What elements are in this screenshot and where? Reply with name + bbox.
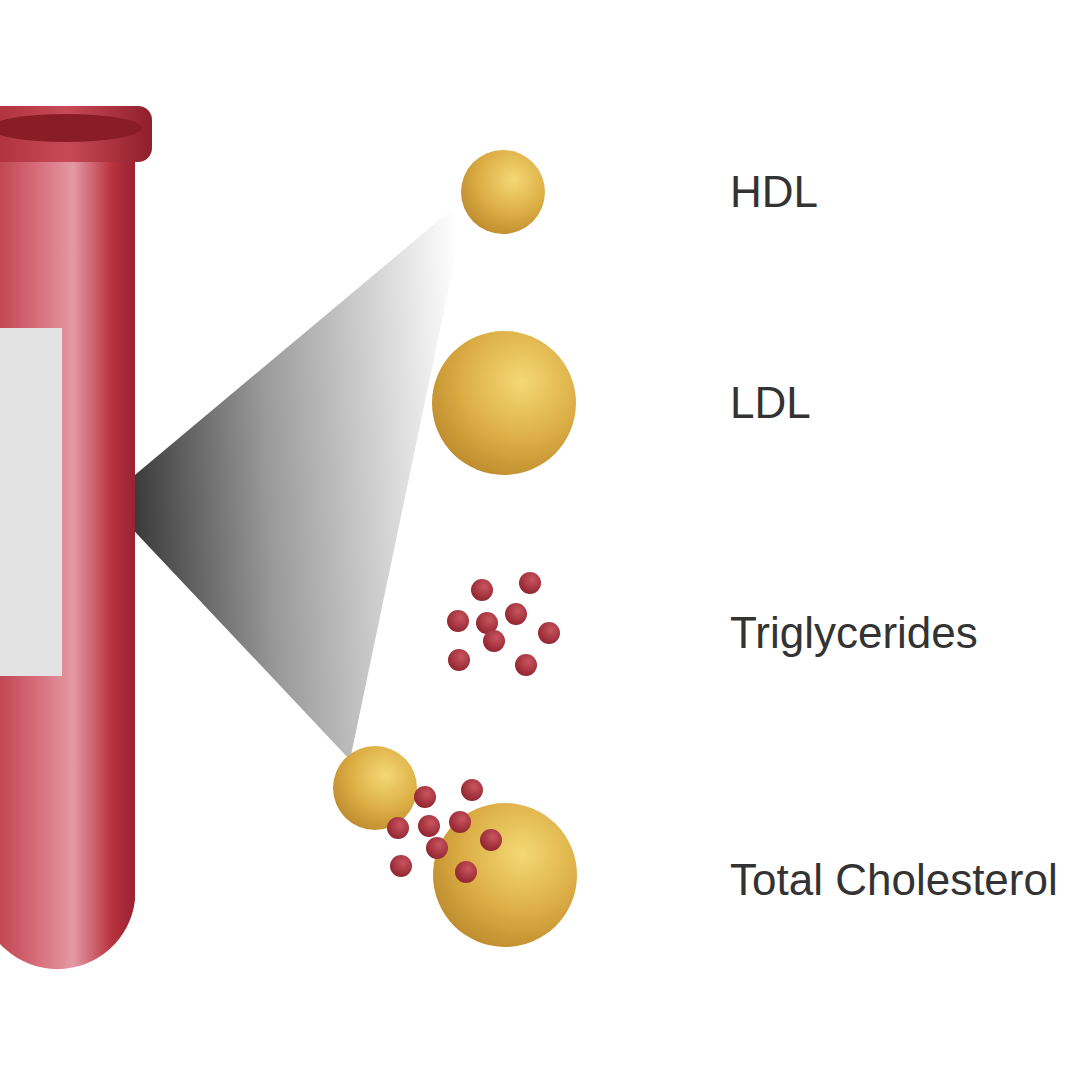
test-tube	[0, 130, 135, 969]
tube-opening	[0, 114, 142, 142]
triglyceride-dot	[461, 779, 483, 801]
ldl-sphere	[433, 803, 577, 947]
triglyceride-dot	[515, 654, 537, 676]
tube-rim	[0, 106, 152, 162]
lipid-label: LDL	[730, 378, 811, 429]
hdl-sphere	[461, 150, 545, 234]
triglyceride-dot	[387, 817, 409, 839]
lipid-label: Triglycerides	[730, 608, 978, 659]
triglyceride-dot	[519, 572, 541, 594]
triglyceride-dot	[449, 811, 471, 833]
triglyceride-dot	[483, 630, 505, 652]
tube-label	[0, 328, 62, 676]
triglyceride-dot	[418, 815, 440, 837]
triglyceride-dot	[447, 610, 469, 632]
triglyceride-dot	[390, 855, 412, 877]
lipid-label: HDL	[730, 167, 818, 218]
ldl-sphere	[432, 331, 576, 475]
triglyceride-dots	[447, 572, 560, 676]
triglyceride-dot	[471, 579, 493, 601]
triglyceride-dot	[538, 622, 560, 644]
triglyceride-dot	[455, 861, 477, 883]
triglyceride-dot	[505, 603, 527, 625]
hdl-sphere	[333, 746, 417, 830]
lipid-label: Total Cholesterol	[730, 855, 1058, 906]
triglyceride-dot	[414, 786, 436, 808]
zoom-cone	[105, 196, 468, 760]
triglyceride-dot	[448, 649, 470, 671]
triglyceride-dot	[426, 837, 448, 859]
triglyceride-dot	[480, 829, 502, 851]
triglyceride-dots	[387, 779, 502, 883]
